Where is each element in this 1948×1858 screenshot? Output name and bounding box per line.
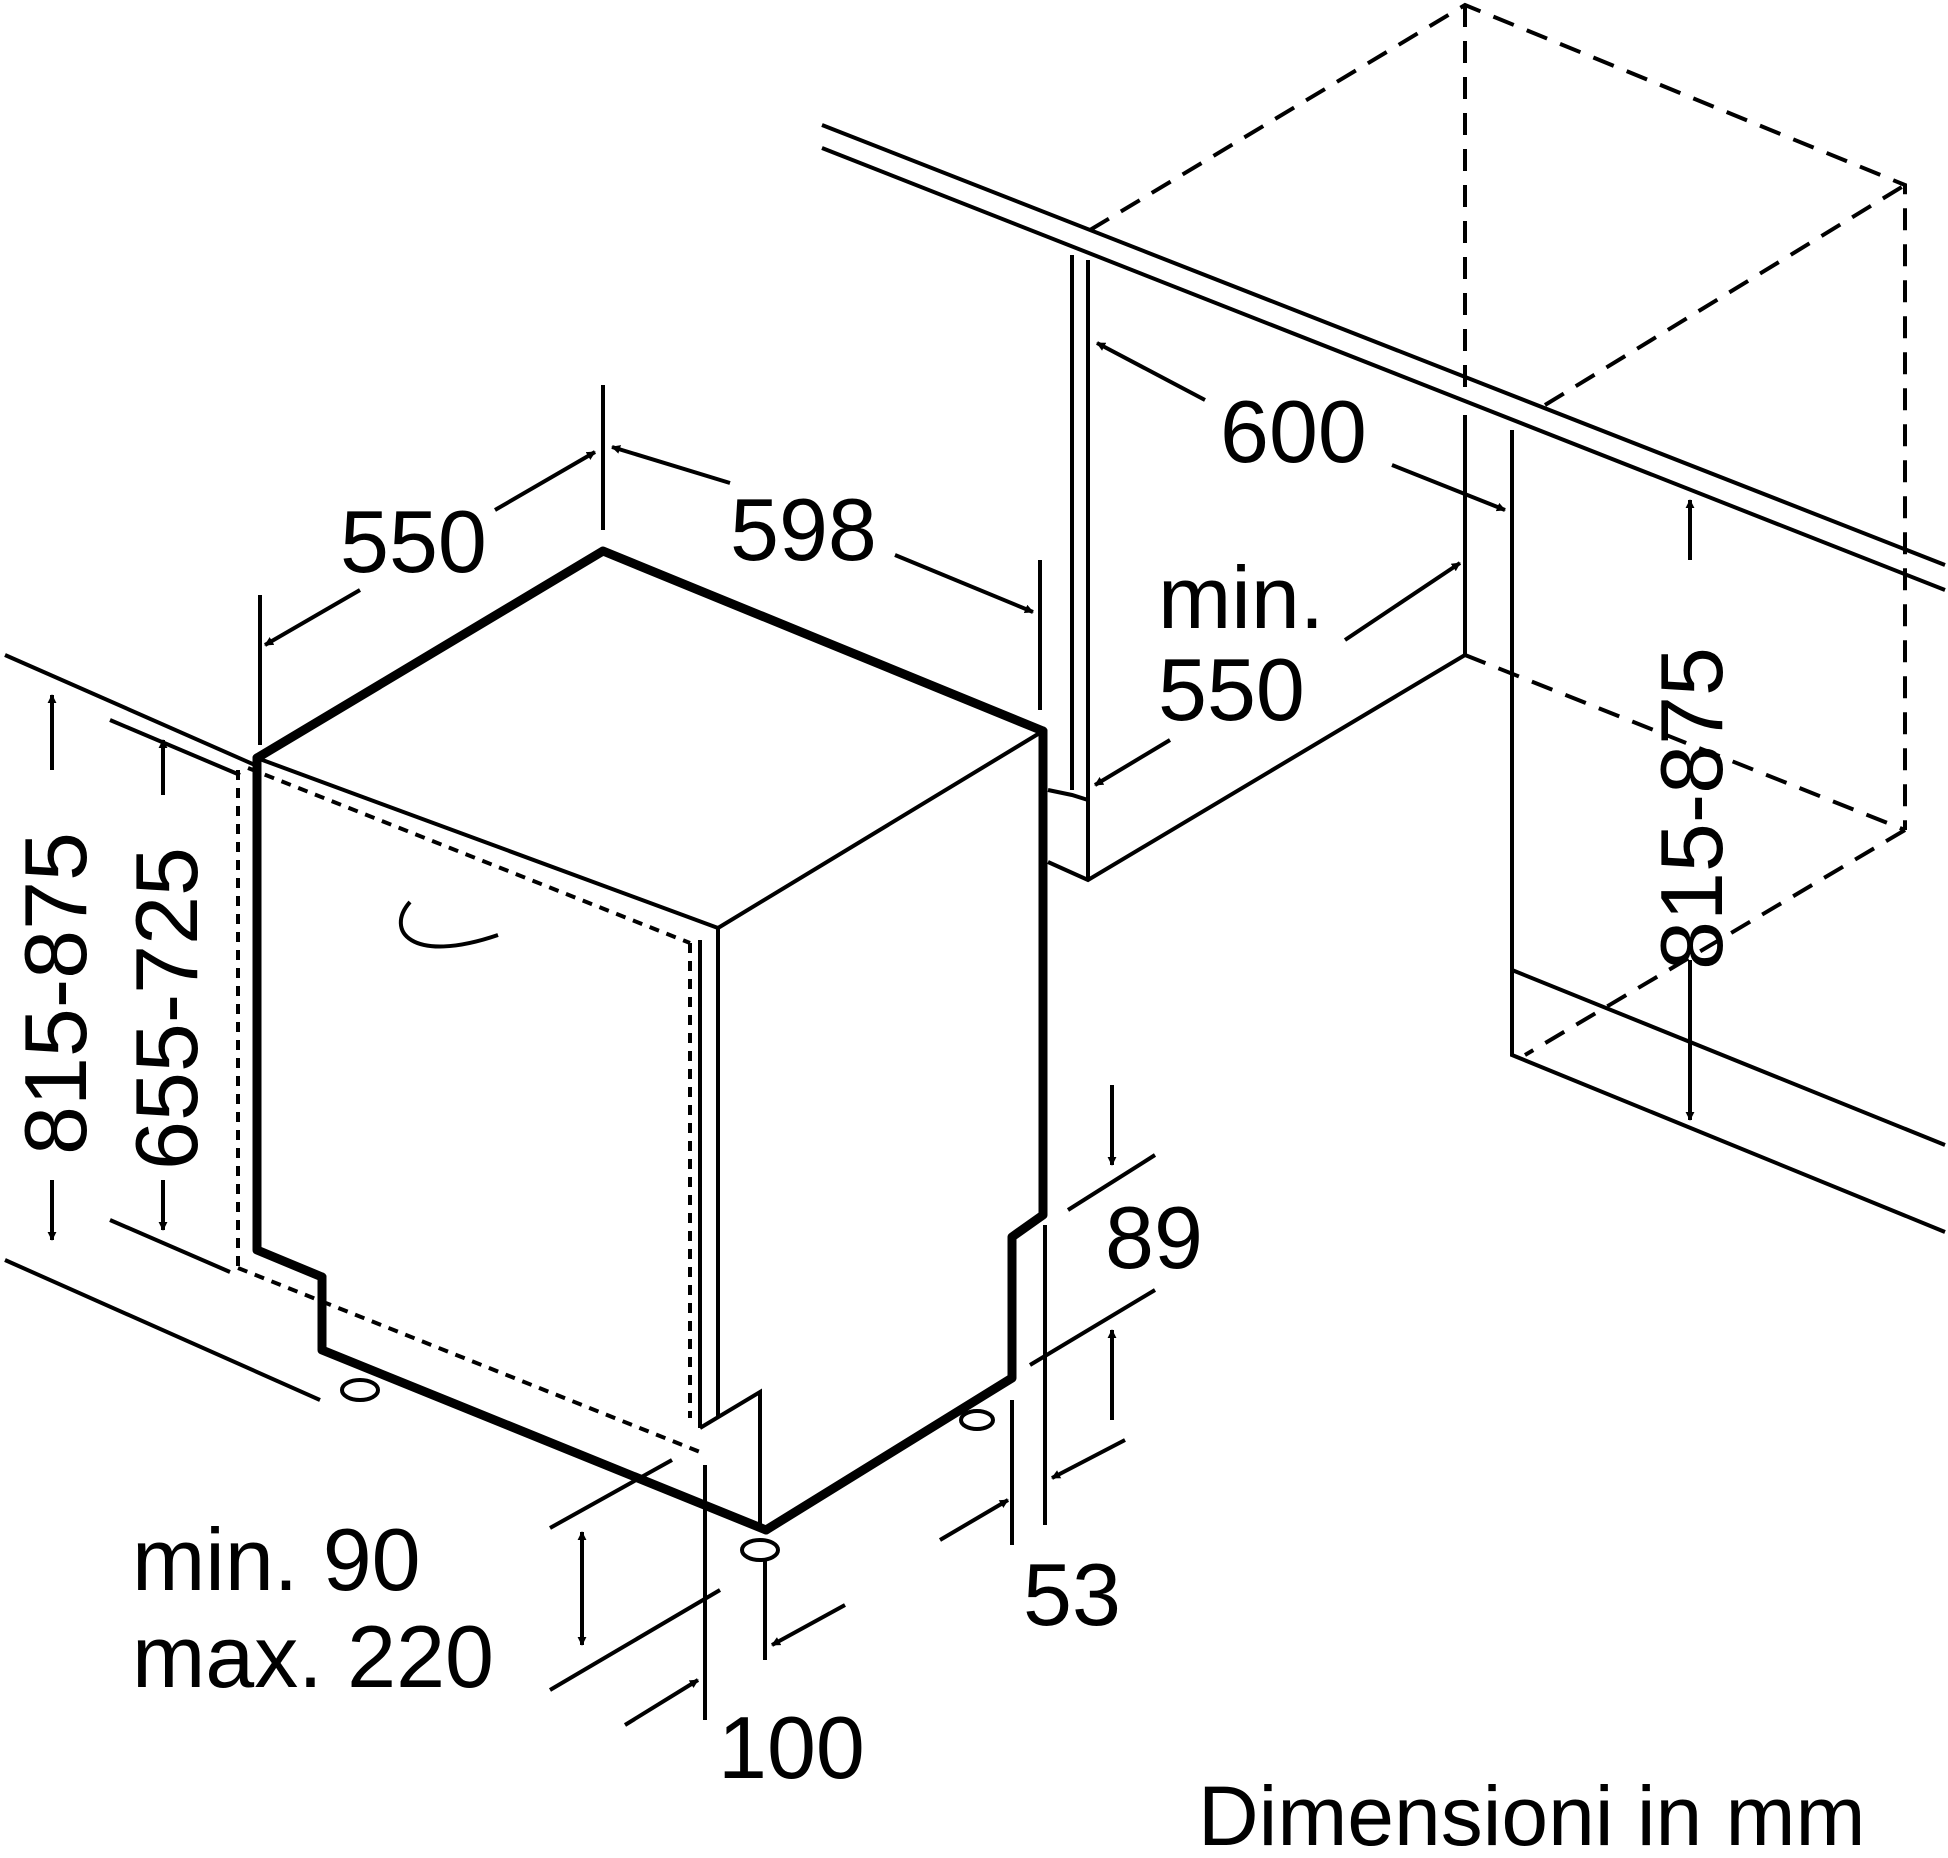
dishwasher-body	[236, 546, 1048, 1562]
plinth-max-label: max. 220	[132, 1607, 494, 1706]
niche-height-label: 815-875	[1642, 647, 1741, 970]
width-label: 598	[730, 480, 877, 579]
depth-label: 550	[340, 492, 487, 591]
foot-offset-label: 100	[718, 1698, 865, 1797]
niche-depth-label-line2: 550	[1158, 640, 1305, 739]
niche-cabinet	[821, 2, 1946, 1234]
door-height-label: 655-725	[117, 847, 216, 1170]
plinth-min-label: min. 90	[132, 1510, 421, 1609]
plinth-recess-label: 89	[1105, 1188, 1203, 1287]
side-gap-label: 53	[1023, 1545, 1121, 1644]
total-height-label: 815-875	[6, 832, 105, 1155]
niche-depth-label-line1: min.	[1158, 548, 1324, 647]
niche-width-label: 600	[1220, 382, 1367, 481]
dimension-lines	[4, 341, 1695, 1727]
units-caption: Dimensioni in mm	[1198, 1769, 1866, 1858]
